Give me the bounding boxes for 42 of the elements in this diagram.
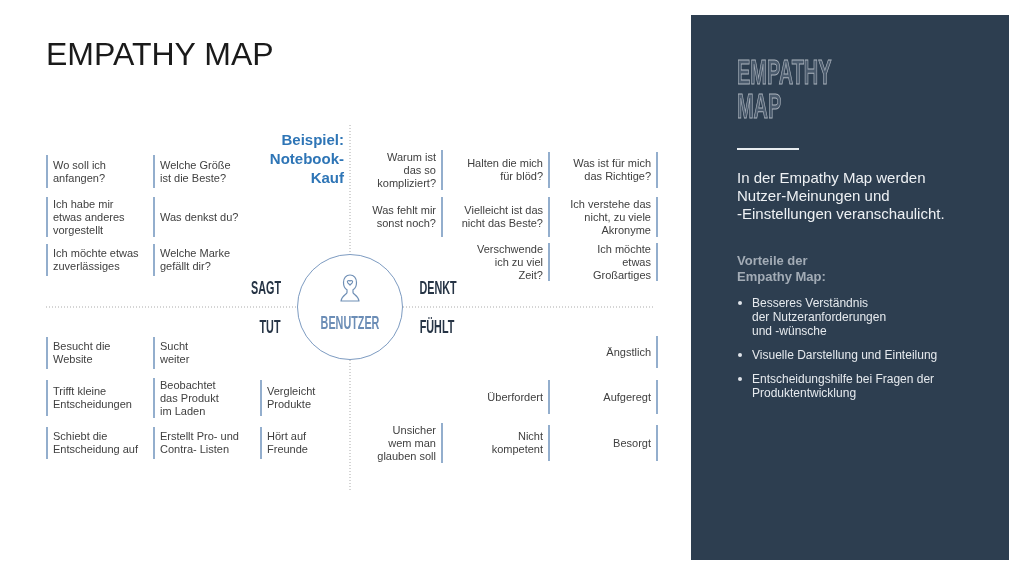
bullet-text: Besseres Verständnis der Nutzeranforderungen und -wünsche <box>752 296 888 338</box>
statement-text: Welche Größe ist die Beste? <box>153 155 238 188</box>
statement-text: Trifft kleine Entscheidungen <box>46 380 135 416</box>
panel-heading: EMPATHY MAP <box>737 55 833 123</box>
statement-text: Ängstlich <box>606 336 658 368</box>
statement-text: Warum ist das so kompliziert? <box>376 150 443 190</box>
bullet-text: Entscheidungshilfe bei Fragen der Produktentwicklung <box>752 372 936 400</box>
statement-text: Sucht weiter <box>153 337 210 369</box>
statement-text: Was fehlt mir sonst noch? <box>361 197 443 237</box>
info-panel <box>691 15 1009 560</box>
bullet-text: Visuelle Darstellung und Einteilung <box>752 348 939 362</box>
example-heading: Beispiel: Notebook-Kauf <box>268 130 344 187</box>
panel-subheading: Vorteile der Empathy Map: <box>737 253 827 285</box>
statement-text: Besorgt <box>613 425 658 461</box>
statement-text: Hört auf Freunde <box>260 427 337 459</box>
statement-text: Ich möchte etwas zuverlässiges <box>46 244 143 276</box>
statement-text: Aufgeregt <box>603 380 658 414</box>
statement-text: Wo soll ich anfangen? <box>46 155 133 188</box>
statement-text: Besucht die Website <box>46 337 133 369</box>
statement-text: Vielleicht ist das nicht das Beste? <box>459 197 550 237</box>
quadrant-label: SAGT <box>251 279 281 297</box>
statement-text: Erstellt Pro- und Contra- Listen <box>153 427 245 459</box>
statement-text: Vergleicht Produkte <box>260 380 347 416</box>
statement-text: Ich habe mir etwas anderes vorgestellt <box>46 197 131 237</box>
quadrant-label: TUT <box>259 318 281 336</box>
statement-text: Schiebt die Entscheidung auf <box>46 427 143 459</box>
page-title: EMPATHY MAP <box>46 38 274 70</box>
panel-paragraph: In der Empathy Map werden Nutzer-Meinungen und -Einstellungen veranschaulicht. <box>737 169 946 223</box>
statement-text: Was denkst du? <box>153 197 239 237</box>
quadrant-label: DENKT <box>419 279 457 297</box>
statement-text: Ich möchte etwas Großartiges <box>591 243 658 281</box>
statement-text: Ich verstehe das nicht, zu viele Akronyme <box>567 197 658 237</box>
statement-text: Verschwende ich zu viel Zeit? <box>471 243 550 281</box>
quadrant-label: FÜHLT <box>419 318 455 336</box>
statement-text: Was ist für mich das Richtige? <box>567 152 658 188</box>
statement-text: Halten die mich für blöd? <box>463 152 550 188</box>
center-label: BENUTZER <box>320 314 380 332</box>
statement-text: Beobachtet das Produkt im Laden <box>153 378 225 418</box>
statement-text: Unsicher wem man glauben soll <box>372 423 443 463</box>
statement-text: Welche Marke gefällt dir? <box>153 244 250 276</box>
statement-text: Nicht kompetent <box>478 425 550 461</box>
statement-text: Überfordert <box>487 380 550 414</box>
